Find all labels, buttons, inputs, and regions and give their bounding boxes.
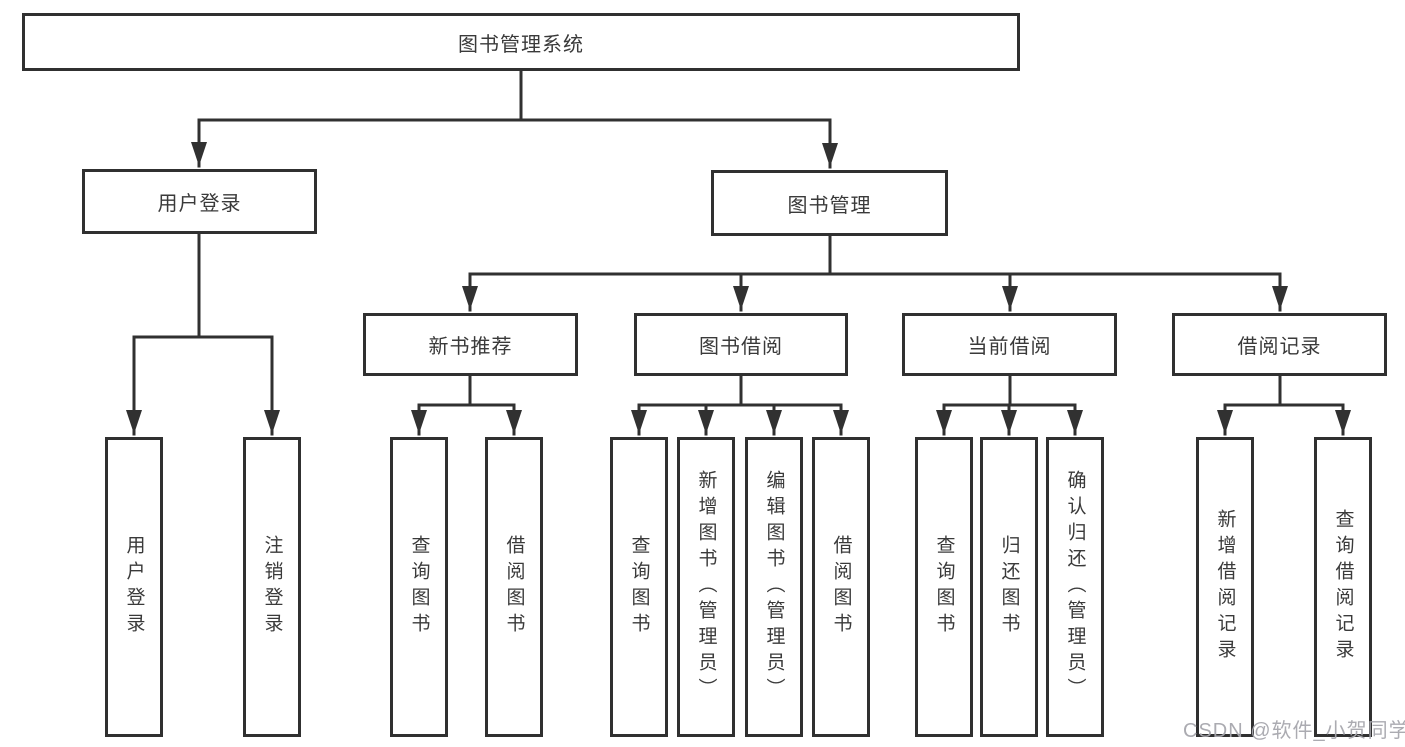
node-label: 新增图书（管理员） <box>695 470 717 704</box>
node-label: 借阅记录 <box>1237 336 1322 358</box>
node-label: 查询图书 <box>408 535 430 639</box>
node-label: 编辑图书（管理员） <box>763 470 785 704</box>
node-book-management: 图书管理 <box>711 170 948 236</box>
leaf-nbr-query-books: 查询图书 <box>390 437 448 737</box>
node-label: 用户登录 <box>123 535 145 639</box>
node-book-borrowing: 图书借阅 <box>634 313 848 376</box>
leaf-nbr-borrow-books: 借阅图书 <box>485 437 543 737</box>
node-label: 借阅图书 <box>503 535 525 639</box>
node-label: 图书管理 <box>787 194 872 217</box>
node-label: 查询图书 <box>628 535 650 639</box>
node-user-login: 用户登录 <box>82 169 317 234</box>
node-label: 查询借阅记录 <box>1332 509 1354 665</box>
node-label: 新增借阅记录 <box>1214 509 1236 665</box>
node-label: 注销登录 <box>261 535 283 639</box>
node-label: 查询图书 <box>933 535 955 639</box>
node-label: 确认归还（管理员） <box>1064 470 1086 704</box>
node-label: 图书管理系统 <box>458 33 584 56</box>
leaf-bb-borrow-books: 借阅图书 <box>812 437 870 737</box>
node-root-system: 图书管理系统 <box>22 13 1020 71</box>
node-borrowing-records: 借阅记录 <box>1172 313 1387 376</box>
node-current-borrowing: 当前借阅 <box>902 313 1117 376</box>
leaf-bb-edit-books-admin: 编辑图书（管理员） <box>745 437 803 737</box>
node-label: 用户登录 <box>157 193 242 215</box>
node-label: 图书借阅 <box>699 336 783 358</box>
leaf-cb-query-books: 查询图书 <box>915 437 973 737</box>
leaf-br-add-borrow-record: 新增借阅记录 <box>1196 437 1254 737</box>
leaf-cb-confirm-return-admin: 确认归还（管理员） <box>1046 437 1104 737</box>
leaf-cb-return-books: 归还图书 <box>980 437 1038 737</box>
node-label: 当前借阅 <box>967 336 1052 358</box>
node-new-book-recommendation: 新书推荐 <box>363 313 578 376</box>
node-label: 归还图书 <box>998 535 1020 639</box>
csdn-watermark: CSDN @软件_小贺同学 <box>1183 720 1405 742</box>
leaf-bb-add-books-admin: 新增图书（管理员） <box>677 437 735 737</box>
node-label: 新书推荐 <box>428 336 513 358</box>
node-label: 借阅图书 <box>830 535 852 639</box>
leaf-bb-query-books: 查询图书 <box>610 437 668 737</box>
leaf-logout-login: 注销登录 <box>243 437 301 737</box>
leaf-br-query-borrow-record: 查询借阅记录 <box>1314 437 1372 737</box>
leaf-user-login: 用户登录 <box>105 437 163 737</box>
